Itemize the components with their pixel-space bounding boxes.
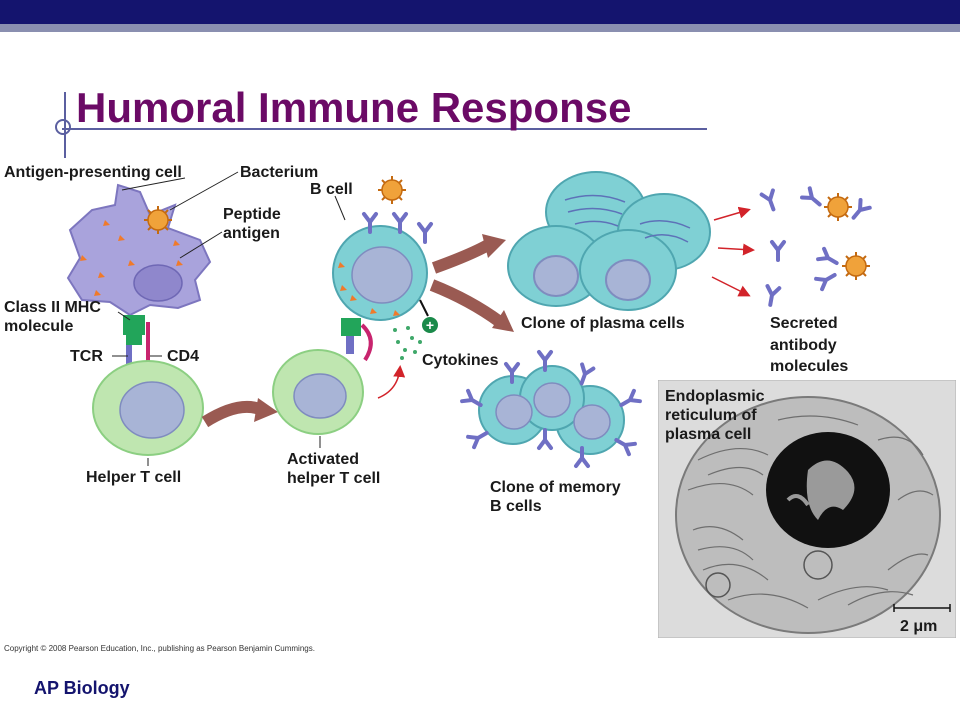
title-rule [62, 128, 707, 130]
secreted-antibodies [759, 186, 872, 308]
copyright-notice: Copyright © 2008 Pearson Education, Inc.… [4, 644, 315, 653]
plasma-clone-label: Clone of plasma cells [521, 315, 685, 332]
secreted-label-2: antibody [770, 337, 837, 354]
tcr-receptor [126, 345, 132, 367]
cytokines-label: Cytokines [422, 352, 499, 369]
plasma-arrow [431, 239, 491, 274]
cytokines-dots [393, 326, 422, 360]
er-label-1: Endoplasmic [665, 388, 765, 405]
secreted-label-1: Secreted [770, 315, 838, 332]
top-bar-accent [0, 24, 960, 32]
bacterium-icon [377, 175, 407, 205]
activation-arrow [201, 401, 265, 428]
bacterium-label: Bacterium [240, 164, 319, 181]
helper-t-cell [92, 360, 204, 456]
activated-label-1: Activated [287, 451, 360, 468]
memory-label-1: Clone of memory [490, 479, 621, 496]
plasma-cell-clone [507, 171, 711, 311]
helper-t-label: Helper T cell [86, 469, 182, 486]
peptide-label-1: Peptide [223, 206, 281, 223]
b-cell-label: B cell [310, 181, 353, 198]
bacterium-icon [143, 205, 173, 235]
plasma-cell-micrograph [658, 380, 956, 638]
apc-label: Antigen-presenting cell [4, 164, 182, 181]
mhc-label-2: molecule [4, 318, 74, 335]
bacterium-icon [823, 192, 853, 222]
er-label-3: plasma cell [665, 426, 752, 443]
bacterium-icon [841, 251, 871, 281]
memory-b-cell-clone [460, 350, 642, 468]
memory-arrow [429, 279, 504, 327]
activated-label-2: helper T cell [287, 470, 381, 487]
scale-label: 2 μm [900, 618, 938, 635]
plus-icon [422, 317, 438, 333]
scale-bar [893, 604, 951, 612]
secreted-label-3: molecules [770, 358, 849, 375]
antigen-presenting-cell [66, 183, 212, 317]
mhc-label-1: Class II MHC [4, 299, 101, 316]
memory-label-2: B cells [490, 498, 542, 515]
footer-label: AP Biology [34, 678, 130, 698]
activated-helper-t-cell [272, 318, 373, 435]
plus-sign: + [426, 317, 434, 333]
slide-title: Humoral Immune Response [76, 84, 632, 131]
crosshair-icon [55, 119, 71, 135]
peptide-label-2: antigen [223, 225, 280, 242]
tcr-label: TCR [70, 348, 103, 365]
cd4-label: CD4 [167, 348, 200, 365]
b-cell [332, 212, 433, 321]
er-label-2: reticulum of [665, 407, 757, 424]
immune-response-diagram: + [66, 171, 872, 531]
top-bar [0, 0, 960, 24]
mhc-molecule [123, 315, 145, 335]
